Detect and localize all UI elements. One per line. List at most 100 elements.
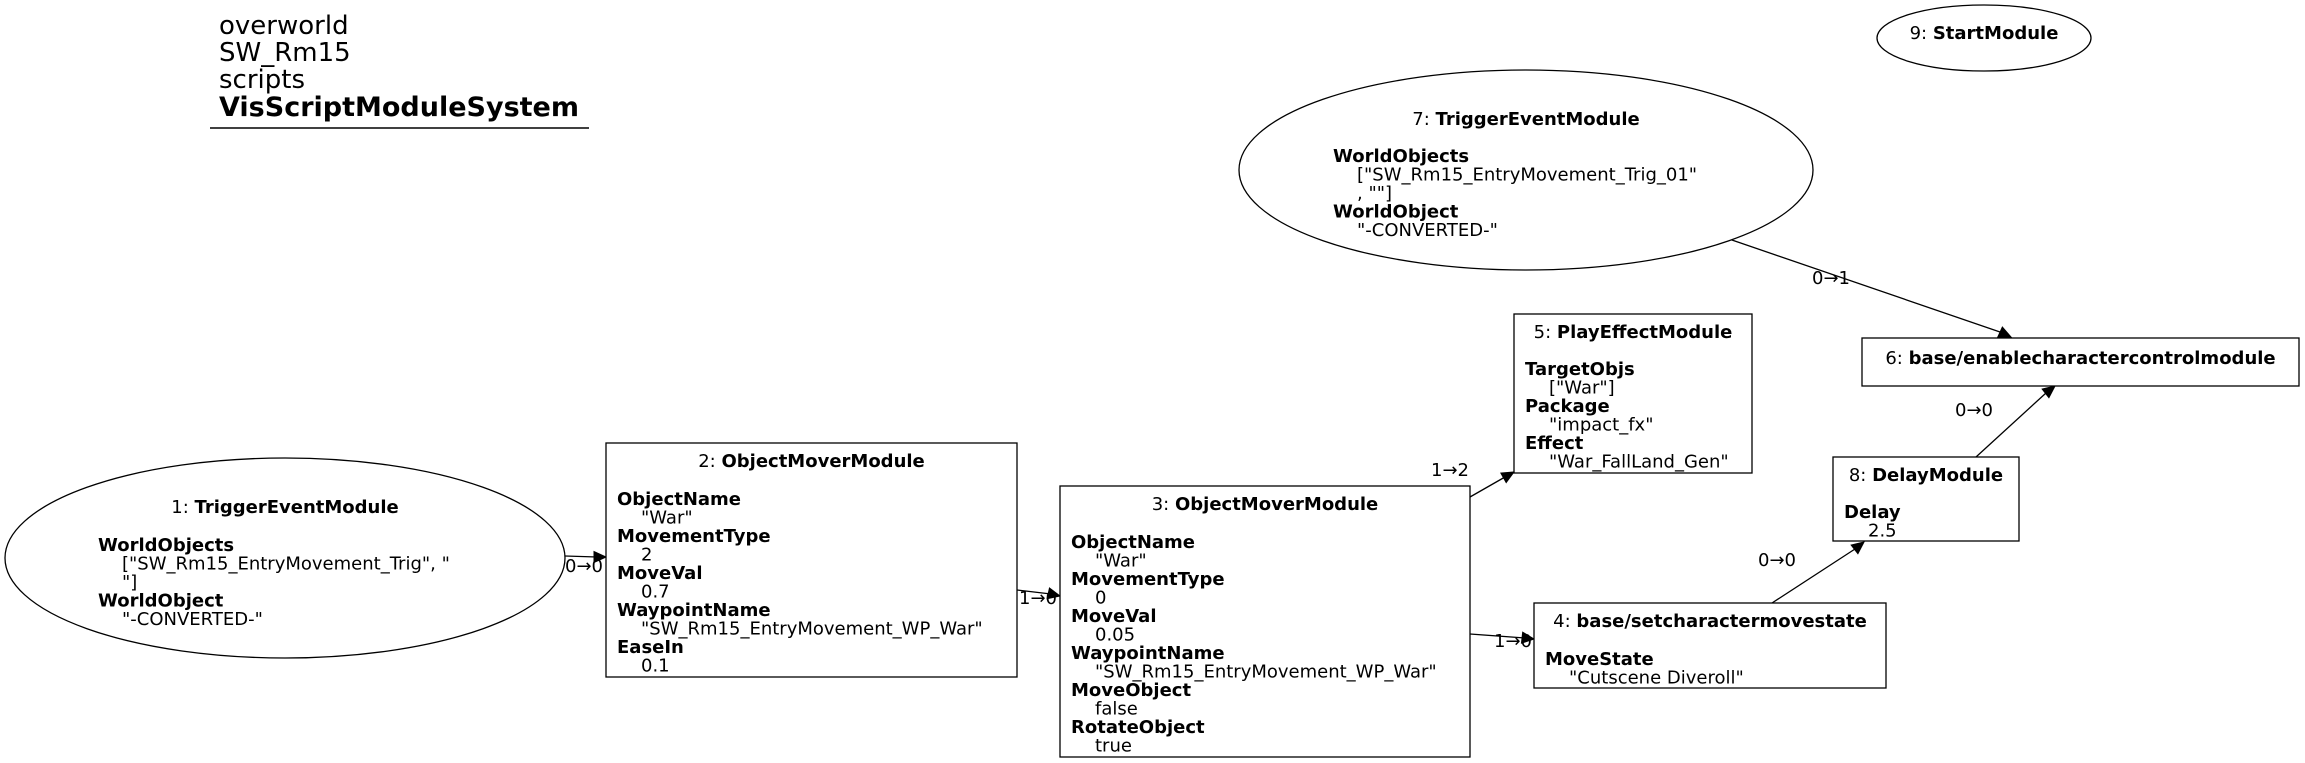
graph-header: overworld SW_Rm15 scripts VisScriptModul… xyxy=(210,11,589,129)
edge-line xyxy=(1975,392,2047,458)
edge-e5: 0→0 xyxy=(1758,541,1865,604)
property-key: Delay xyxy=(1844,502,1901,523)
edge-arrowhead xyxy=(1520,631,1536,644)
edge-e4: 1→0 xyxy=(1469,631,1536,652)
node-number: 8: xyxy=(1849,465,1872,486)
node-type: base/enablecharactercontrolmodule xyxy=(1909,348,2276,369)
edge-line xyxy=(1469,633,1526,639)
property-key: ObjectName xyxy=(1071,532,1195,553)
node-number: 6: xyxy=(1885,348,1908,369)
edge-e6: 0→0 xyxy=(1955,385,2056,458)
node-outline xyxy=(1513,313,1753,474)
module-node-n2[interactable]: 2: ObjectMoverModuleObjectName"War"Movem… xyxy=(605,442,1018,678)
property-value: "SW_Rm15_EntryMovement_WP_War" xyxy=(1095,662,1437,683)
edge-arrowhead xyxy=(1500,471,1516,484)
property-key: MoveState xyxy=(1545,649,1654,670)
node-outline xyxy=(1832,456,2020,542)
node-title: 5: PlayEffectModule xyxy=(1534,322,1733,343)
property-key: WorldObjects xyxy=(1333,146,1469,167)
node-type: StartModule xyxy=(1933,23,2059,44)
property-value: false xyxy=(1095,699,1138,720)
property-key: MoveVal xyxy=(617,563,702,584)
header-path-line: SW_Rm15 xyxy=(219,38,351,68)
property-value: "-CONVERTED-" xyxy=(1357,220,1498,241)
module-node-n1[interactable]: 1: TriggerEventModuleWorldObjects["SW_Rm… xyxy=(4,457,566,659)
node-type: ObjectMoverModule xyxy=(1175,494,1378,515)
property-key: Package xyxy=(1525,396,1610,417)
property-value: "War" xyxy=(641,508,693,529)
node-number: 3: xyxy=(1152,494,1175,515)
header-path-line: overworld xyxy=(219,11,349,41)
node-outline xyxy=(1533,602,1887,689)
edge-line xyxy=(1771,548,1856,604)
property-key: TargetObjs xyxy=(1525,359,1635,380)
edge-e2: 1→0 xyxy=(1016,587,1062,609)
property-key: MovementType xyxy=(617,526,771,547)
node-outline xyxy=(1876,4,2092,72)
property-key: MoveObject xyxy=(1071,680,1191,701)
property-value: 0.05 xyxy=(1095,625,1135,646)
property-key: MoveVal xyxy=(1071,606,1156,627)
property-value: 2 xyxy=(641,545,652,566)
property-value: "War" xyxy=(1095,551,1147,572)
node-number: 2: xyxy=(698,451,721,472)
edge-label: 0→0 xyxy=(565,556,603,577)
node-title: 1: TriggerEventModule xyxy=(171,497,398,518)
property-value: ["War"] xyxy=(1549,378,1615,399)
node-title: 4: base/setcharactermovestate xyxy=(1553,611,1867,632)
node-outline xyxy=(1059,485,1471,758)
edge-arrowhead xyxy=(2041,385,2056,399)
node-title: 9: StartModule xyxy=(1910,23,2059,44)
node-title: 7: TriggerEventModule xyxy=(1412,109,1639,130)
property-value: "impact_fx" xyxy=(1549,415,1654,436)
edge-e7: 0→1 xyxy=(1728,238,2013,338)
edges-layer: 0→0 1→0 1→2 1→0 0→0 0→0 0→1 xyxy=(564,238,2056,652)
edge-label: 1→0 xyxy=(1494,631,1532,652)
node-type: PlayEffectModule xyxy=(1557,322,1732,343)
node-title: 6: base/enablecharactercontrolmodule xyxy=(1885,348,2275,369)
property-key: RotateObject xyxy=(1071,717,1205,738)
edge-line xyxy=(1016,589,1052,595)
property-key: WorldObject xyxy=(98,591,224,612)
property-value: "SW_Rm15_EntryMovement_WP_War" xyxy=(641,619,983,640)
property-value: "War_FallLand_Gen" xyxy=(1549,452,1729,473)
node-type: ObjectMoverModule xyxy=(721,451,924,472)
node-outline xyxy=(605,442,1018,678)
edge-label: 0→1 xyxy=(1812,268,1850,289)
node-title: 8: DelayModule xyxy=(1849,465,2003,486)
node-title: 2: ObjectMoverModule xyxy=(698,451,925,472)
property-value: "Cutscene Diveroll" xyxy=(1569,668,1744,689)
nodes-layer: 1: TriggerEventModuleWorldObjects["SW_Rm… xyxy=(4,4,2300,758)
property-value: 0 xyxy=(1095,588,1106,609)
edge-arrowhead xyxy=(593,550,608,564)
node-type: DelayModule xyxy=(1872,465,2003,486)
property-value: , ""] xyxy=(1357,183,1392,204)
property-key: Effect xyxy=(1525,433,1584,454)
property-key: WorldObjects xyxy=(98,535,234,556)
property-key: EaseIn xyxy=(617,637,684,658)
node-number: 5: xyxy=(1534,322,1557,343)
header-path-line: scripts xyxy=(219,65,305,95)
edge-line xyxy=(1728,238,2001,333)
node-type: TriggerEventModule xyxy=(1436,109,1640,130)
edge-arrowhead xyxy=(1997,326,2013,338)
module-node-n3[interactable]: 3: ObjectMoverModuleObjectName"War"Movem… xyxy=(1059,485,1471,758)
node-outline xyxy=(4,457,566,659)
property-value: true xyxy=(1095,736,1132,757)
module-node-n6[interactable]: 6: base/enablecharactercontrolmodule xyxy=(1861,337,2300,387)
edge-e1: 0→0 xyxy=(564,550,608,577)
property-value: ["SW_Rm15_EntryMovement_Trig_01" xyxy=(1357,165,1697,186)
property-key: WorldObject xyxy=(1333,202,1459,223)
property-value: ["SW_Rm15_EntryMovement_Trig", " xyxy=(122,554,450,575)
edge-label: 1→0 xyxy=(1019,588,1057,609)
node-number: 9: xyxy=(1910,23,1933,44)
module-node-n7[interactable]: 7: TriggerEventModuleWorldObjects["SW_Rm… xyxy=(1238,69,1814,271)
edge-label: 1→2 xyxy=(1431,460,1469,481)
module-node-n4[interactable]: 4: base/setcharactermovestateMoveState"C… xyxy=(1533,602,1887,689)
edge-line xyxy=(564,555,598,558)
module-node-n9[interactable]: 9: StartModule xyxy=(1876,4,2092,72)
module-node-n5[interactable]: 5: PlayEffectModuleTargetObjs["War"]Pack… xyxy=(1513,313,1753,474)
node-number: 1: xyxy=(171,497,194,518)
